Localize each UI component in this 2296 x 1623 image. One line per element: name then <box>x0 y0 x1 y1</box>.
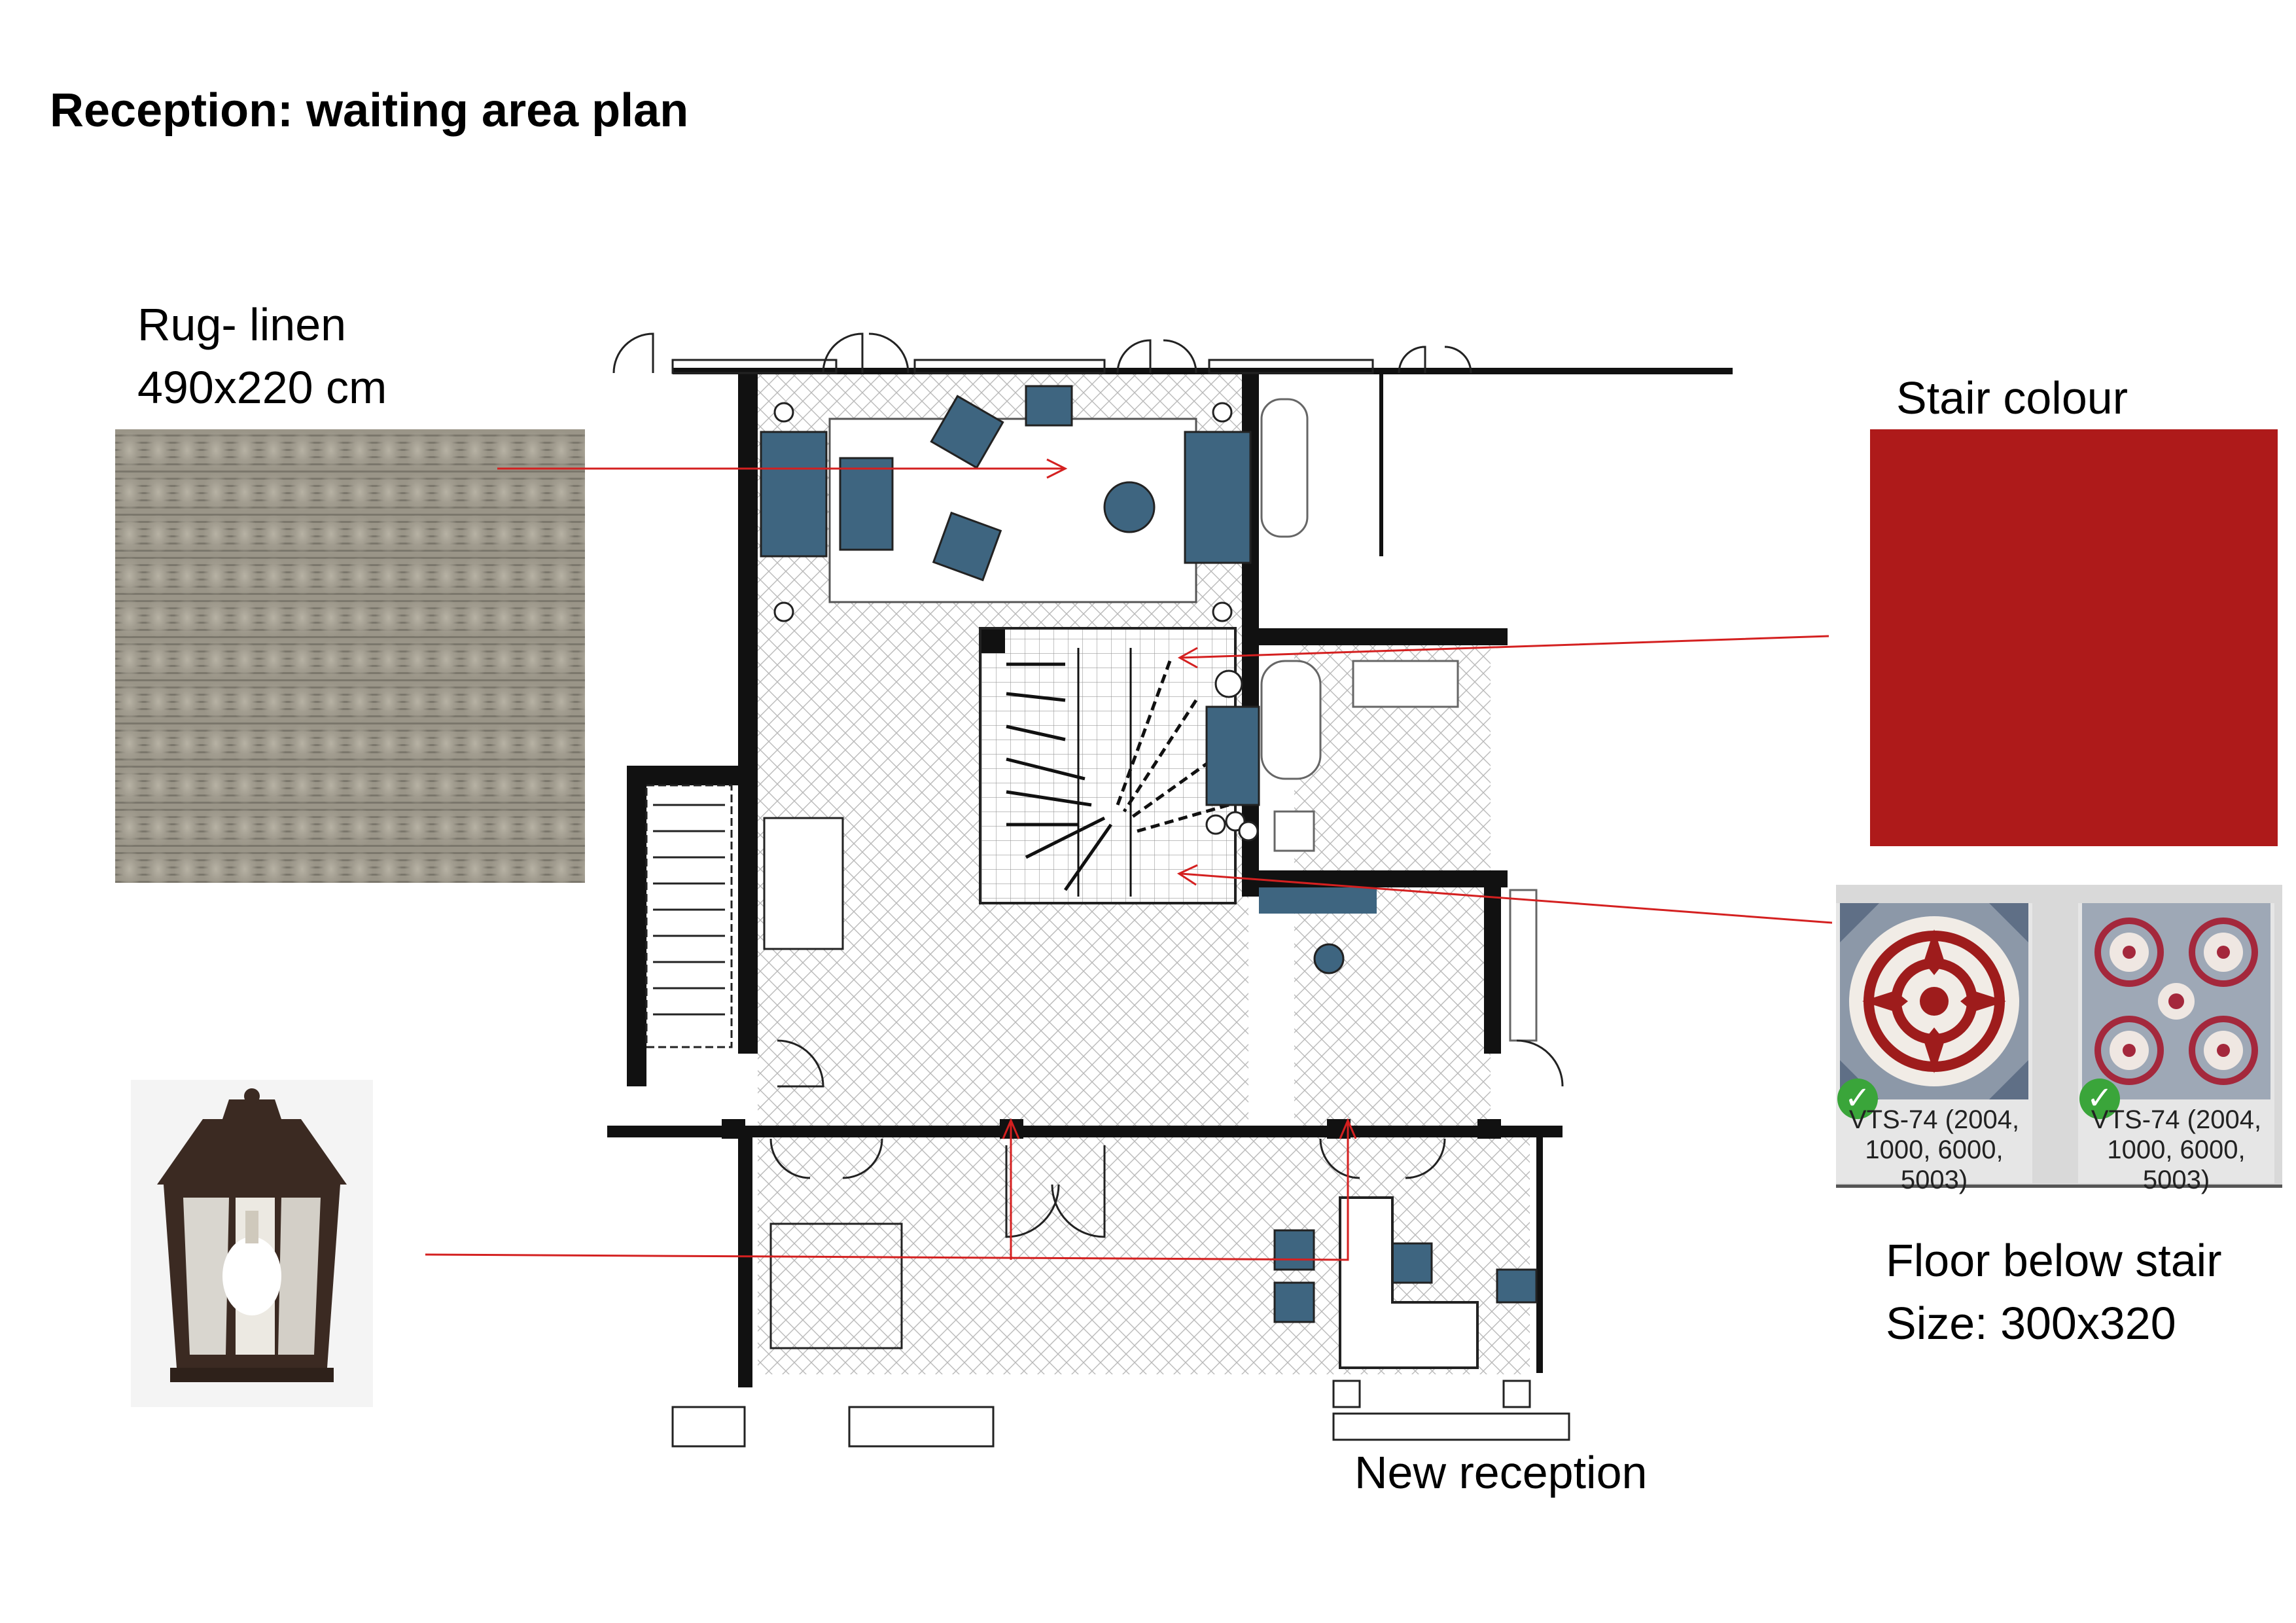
tile-code: VTS-74 (2004, 1000, 6000, 5003) <box>1836 1105 2032 1195</box>
armchair-bottom <box>932 511 1002 582</box>
tile-code-line2: 1000, 6000, 5003) <box>2107 1135 2246 1194</box>
tile-code: VTS-74 (2004, 1000, 6000, 5003) <box>2078 1105 2274 1195</box>
floor-plan <box>607 332 1733 1448</box>
tile-code-line1: VTS-74 (2004, <box>2091 1105 2262 1134</box>
wall-lantern-icon <box>131 1080 373 1407</box>
tile-code-line1: VTS-74 (2004, <box>1848 1105 2020 1134</box>
rug-label-name: Rug- linen <box>137 299 347 350</box>
stair-colour-swatch <box>1870 429 2278 846</box>
rug-texture-image <box>115 429 585 883</box>
sofa-right <box>1184 431 1252 564</box>
counter <box>1259 887 1377 914</box>
rug-label-size: 490x220 cm <box>137 362 387 413</box>
top-doors <box>612 332 1472 374</box>
stair-colour-label: Stair colour <box>1896 372 2128 423</box>
floor-tile-samples: ✓ VTS-74 (2004, 1000, 6000, 5003) <box>1836 885 2282 1194</box>
ottoman <box>839 457 894 551</box>
page-title: Reception: waiting area plan <box>50 84 689 137</box>
floor-label-name: Floor below stair <box>1886 1235 2222 1286</box>
checkmark-icon: ✓ <box>1837 1079 1878 1119</box>
floor-label: Floor below stair Size: 300x320 <box>1886 1229 2222 1355</box>
stair-outline <box>979 627 1237 904</box>
stair-treads <box>1006 648 1229 897</box>
left-stair-treads <box>653 804 725 1016</box>
floor-label-size: Size: 300x320 <box>1886 1298 2176 1349</box>
new-reception-caption: New reception <box>1354 1447 1648 1498</box>
checkmark-icon: ✓ <box>2079 1079 2120 1119</box>
tile-sample: ✓ VTS-74 (2004, 1000, 6000, 5003) <box>2078 903 2274 1194</box>
tile-code-line2: 1000, 6000, 5003) <box>1865 1135 2004 1194</box>
encaustic-tile-image <box>2082 903 2270 1099</box>
bench <box>1205 705 1260 806</box>
tile-sample: ✓ VTS-74 (2004, 1000, 6000, 5003) <box>1836 903 2032 1194</box>
round-table <box>1103 481 1156 533</box>
bathroom-fixtures <box>1260 398 1538 1042</box>
encaustic-tile-image <box>1840 903 2028 1099</box>
side-table <box>1025 385 1073 427</box>
rug-label: Rug- linen 490x220 cm <box>137 293 387 419</box>
armchair-top <box>930 395 1004 469</box>
sofa-left <box>760 431 828 558</box>
reception-desk <box>1339 1196 1479 1369</box>
